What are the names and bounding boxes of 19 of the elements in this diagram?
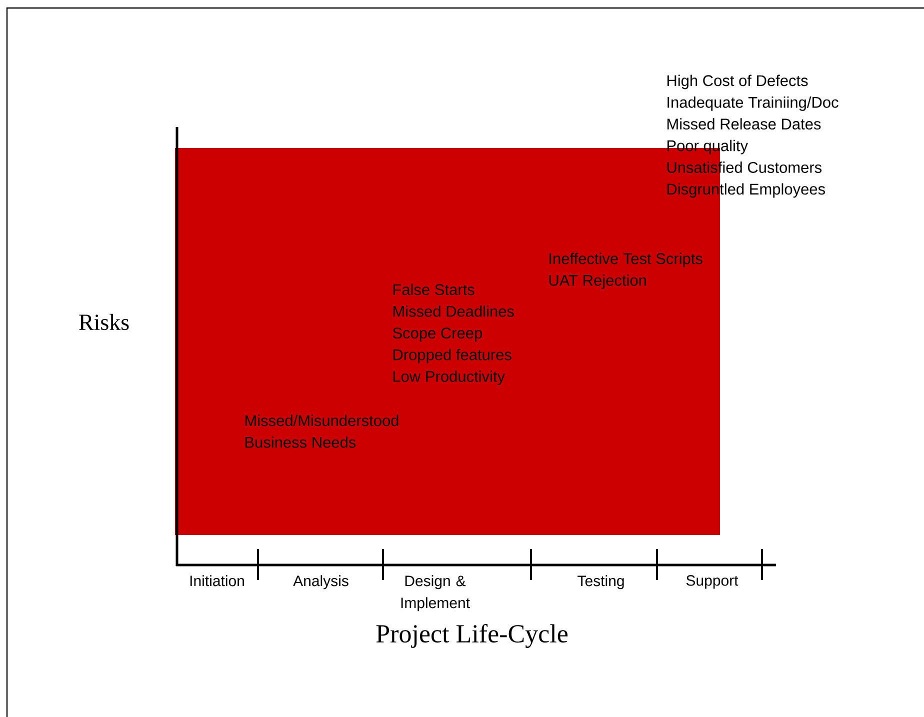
phase-label: Analysis: [293, 575, 348, 590]
risk-label: Missed/Misunderstood: [245, 414, 398, 426]
risk-label: UAT Rejection: [549, 274, 646, 289]
risk-label: High Cost of Defects: [667, 74, 808, 90]
axis-title: Project Life-Cycle: [376, 624, 568, 648]
risk-label: Low Productivity: [393, 370, 505, 385]
axis-title: Risks: [79, 314, 129, 330]
risk-label: Ineffective Test Scripts: [550, 252, 702, 268]
risk-label: Missed Release Dates: [667, 118, 821, 130]
phase-label: Initiation: [190, 575, 244, 586]
phase-label: Support: [686, 575, 738, 589]
risk-label: Missed Deadlines: [393, 305, 514, 317]
risk-label: Scope Creep: [392, 328, 482, 342]
risk-label: Inadequate Trainiing/Doc: [668, 96, 838, 111]
phase-label: Design & Implement: [401, 575, 470, 612]
risk-label: Dropped features: [393, 348, 512, 364]
phase-label: Testing: [578, 575, 624, 590]
risk-label: False Starts: [393, 284, 474, 296]
risk-label: Business Needs: [245, 436, 356, 448]
